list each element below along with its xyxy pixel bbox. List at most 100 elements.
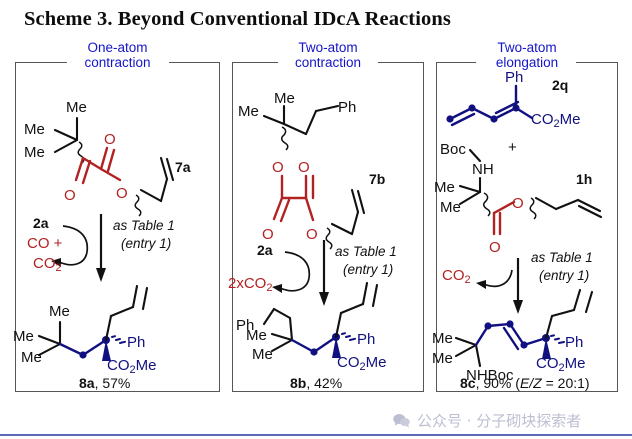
panel-two-atom-elongation: Two-atom elongation Ph CO2Me 2q + [432,40,618,392]
substrate-me-left: Me [238,103,259,120]
diene-2q: Ph CO2Me 2q [446,69,580,130]
bold-wedge-ester [102,340,111,361]
substrate-7a: Me Me Me O O O 7a [24,99,191,217]
curved-arrowhead [51,258,61,267]
product-me-2: Me [432,350,453,367]
substrate-o-keto-right: O [298,159,310,176]
substrate-nh: NH [472,161,494,178]
conditions-line-2: (entry 1) [343,262,393,277]
hash-wedge-ph [341,332,356,341]
product-ph: Ph [127,334,145,351]
substrate-o-keto-left: O [262,226,274,243]
watermark-text: 公众号 · 分子砌块探索者 [417,412,582,430]
page-title: Scheme 3. Beyond Conventional IDcA React… [24,8,451,30]
hash-wedge-ph [550,334,565,344]
diene-ester: CO2Me [531,111,580,130]
conditions-line-1: as Table 1 [113,218,175,233]
substrate-label-7b: 7b [369,171,385,187]
product-ph: Ph [565,334,583,351]
heading-notch [476,60,576,65]
product-me-left2: Me [21,349,42,366]
footer-rule [0,434,632,436]
substrate-boc: Boc [440,141,466,158]
panel-heading: Two-atom contraction [232,40,424,70]
product-ester: CO2Me [337,354,386,373]
conditions-line-2: (entry 1) [539,268,589,283]
product-ph-left: Ph [236,317,254,334]
product-me-left1: Me [13,328,34,345]
panel-structures: Me Me Me O O O 7a [13,62,220,392]
substrate-7b: Me Me Ph O O O O [238,90,385,250]
diene-ph: Ph [505,69,523,86]
wechat-icon [393,414,410,428]
product-me-1: Me [246,327,267,344]
panel-one-atom-contraction: One-atom contraction Me Me Me O O [13,40,220,392]
curved-arrowhead [272,284,282,293]
panel-structures: Me Me Ph O O O O [228,62,424,392]
reagent-label-2a: 2a [257,242,273,258]
reaction-arrow-group: 2a CO + CO2 as Table 1 (entry 1) [27,214,175,282]
substrate-1h: Boc NH Me Me O O 1h [434,141,603,256]
heading-line-2: elongation [495,55,559,70]
substrate-keto-oxygen: O [64,187,76,204]
reagent-label-2a: 2a [33,215,49,231]
product-8c: Me Me NHBoc Ph [432,288,594,391]
substrate-ph: Ph [338,99,356,116]
substrate-o-right: O [306,226,318,243]
watermark: 公众号 · 分子砌块探索者 [392,410,581,431]
product-nhboc: NHBoc [466,367,514,384]
byproduct-line-2: CO2 [33,255,62,274]
main-arrowhead [319,292,329,306]
heading-line-1: Two-atom [298,40,358,55]
substrate-me-left2: Me [24,144,45,161]
substrate-me-left1: Me [24,121,45,138]
product-me-1: Me [432,330,453,347]
substrate-label-1h: 1h [576,171,592,187]
heading-line-2: contraction [294,55,362,70]
substrate-label-7a: 7a [175,159,191,175]
product-caption: 8b, 42% [290,375,342,391]
product-me-2: Me [252,346,273,363]
product-ester: CO2Me [107,357,156,376]
heading-line-2: contraction [84,55,151,70]
substrate-ester-carbonyl-oxygen: O [104,131,116,148]
panel-heading: One-atom contraction [15,40,220,70]
reaction-arrow-group: 2a 2xCO2 as Table 1 (entry 1) [228,240,397,306]
byproduct: CO2 [442,267,471,286]
bold-wedge-ester [332,337,341,358]
heading-line-1: One-atom [87,40,148,55]
bold-wedge-ester [542,338,551,359]
heading-notch [67,60,169,65]
product-me-top: Me [49,303,70,320]
main-arrowhead [96,268,106,282]
hash-wedge-ph [111,335,126,344]
conditions-line-2: (entry 1) [121,236,171,251]
byproduct-line-1: CO + [27,235,63,252]
diene-label-2q: 2q [552,77,568,93]
product-caption: 8a, 57% [79,375,130,391]
substrate-o-ester: O [512,195,524,212]
substrate-me-2: Me [440,199,461,216]
heading-line-1: Two-atom [497,40,557,55]
panel-two-atom-contraction: Two-atom contraction Me Me Ph O O [228,40,424,392]
plus-sign: + [508,139,517,156]
substrate-me-top: Me [274,90,295,107]
product-ester: CO2Me [536,355,585,374]
substrate-o-keto: O [489,239,501,256]
reaction-arrow-group: CO2 as Table 1 (entry 1) [442,250,593,314]
product-ph: Ph [357,331,375,348]
byproduct: 2xCO2 [228,275,272,294]
substrate-o-left: O [272,159,284,176]
diene-dot-1 [446,115,454,123]
product-8b: Ph Me Me Ph CO2Me [236,281,386,391]
substrate-ester-oxygen: O [116,185,128,202]
substrate-me-top: Me [66,99,87,116]
curved-arrowhead [476,280,486,289]
main-arrowhead [513,300,523,314]
conditions-line-1: as Table 1 [335,244,397,259]
product-caption: 8c, 90% (E/Z = 20:1) [460,375,590,391]
conditions-line-1: as Table 1 [531,250,593,265]
panel-heading: Two-atom elongation [436,40,618,70]
substrate-me-1: Me [434,179,455,196]
product-8a: Me Me Me Ph CO2Me 8a, 57% [13,284,156,391]
